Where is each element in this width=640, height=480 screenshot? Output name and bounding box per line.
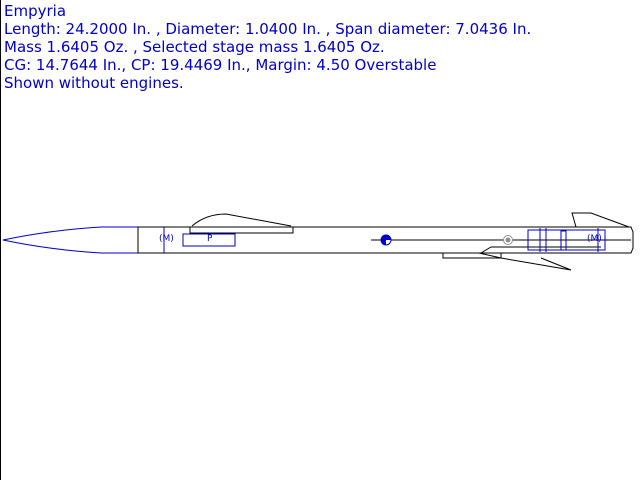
lower-pod[interactable]: [442, 252, 502, 259]
rocket-name: Empyria: [4, 2, 67, 20]
cg-marker-icon: [380, 234, 392, 246]
mass-label-front: (M): [159, 234, 174, 244]
mass-text: Mass 1.6405 Oz. , Selected stage mass 1.…: [4, 38, 385, 56]
canopy-fin[interactable]: [191, 213, 292, 227]
body-tube[interactable]: [137, 226, 634, 254]
parachute[interactable]: [182, 233, 236, 247]
rocket-info: Empyria Length: 24.2000 In. , Diameter: …: [4, 2, 531, 92]
lower-fin[interactable]: [478, 246, 601, 271]
parachute-label: P: [207, 234, 213, 244]
stability-text: CG: 14.7644 In., CP: 19.4469 In., Margin…: [4, 56, 437, 74]
dimensions-text: Length: 24.2000 In. , Diameter: 1.0400 I…: [4, 20, 532, 38]
note-text: Shown without engines.: [4, 74, 184, 92]
cp-marker-icon: [503, 235, 513, 245]
mass-label-aft: (M): [587, 234, 602, 244]
upper-pod[interactable]: [189, 226, 294, 234]
nose-cone[interactable]: [2, 226, 138, 254]
thrust-block: [560, 230, 567, 251]
upper-fin[interactable]: [571, 212, 630, 228]
